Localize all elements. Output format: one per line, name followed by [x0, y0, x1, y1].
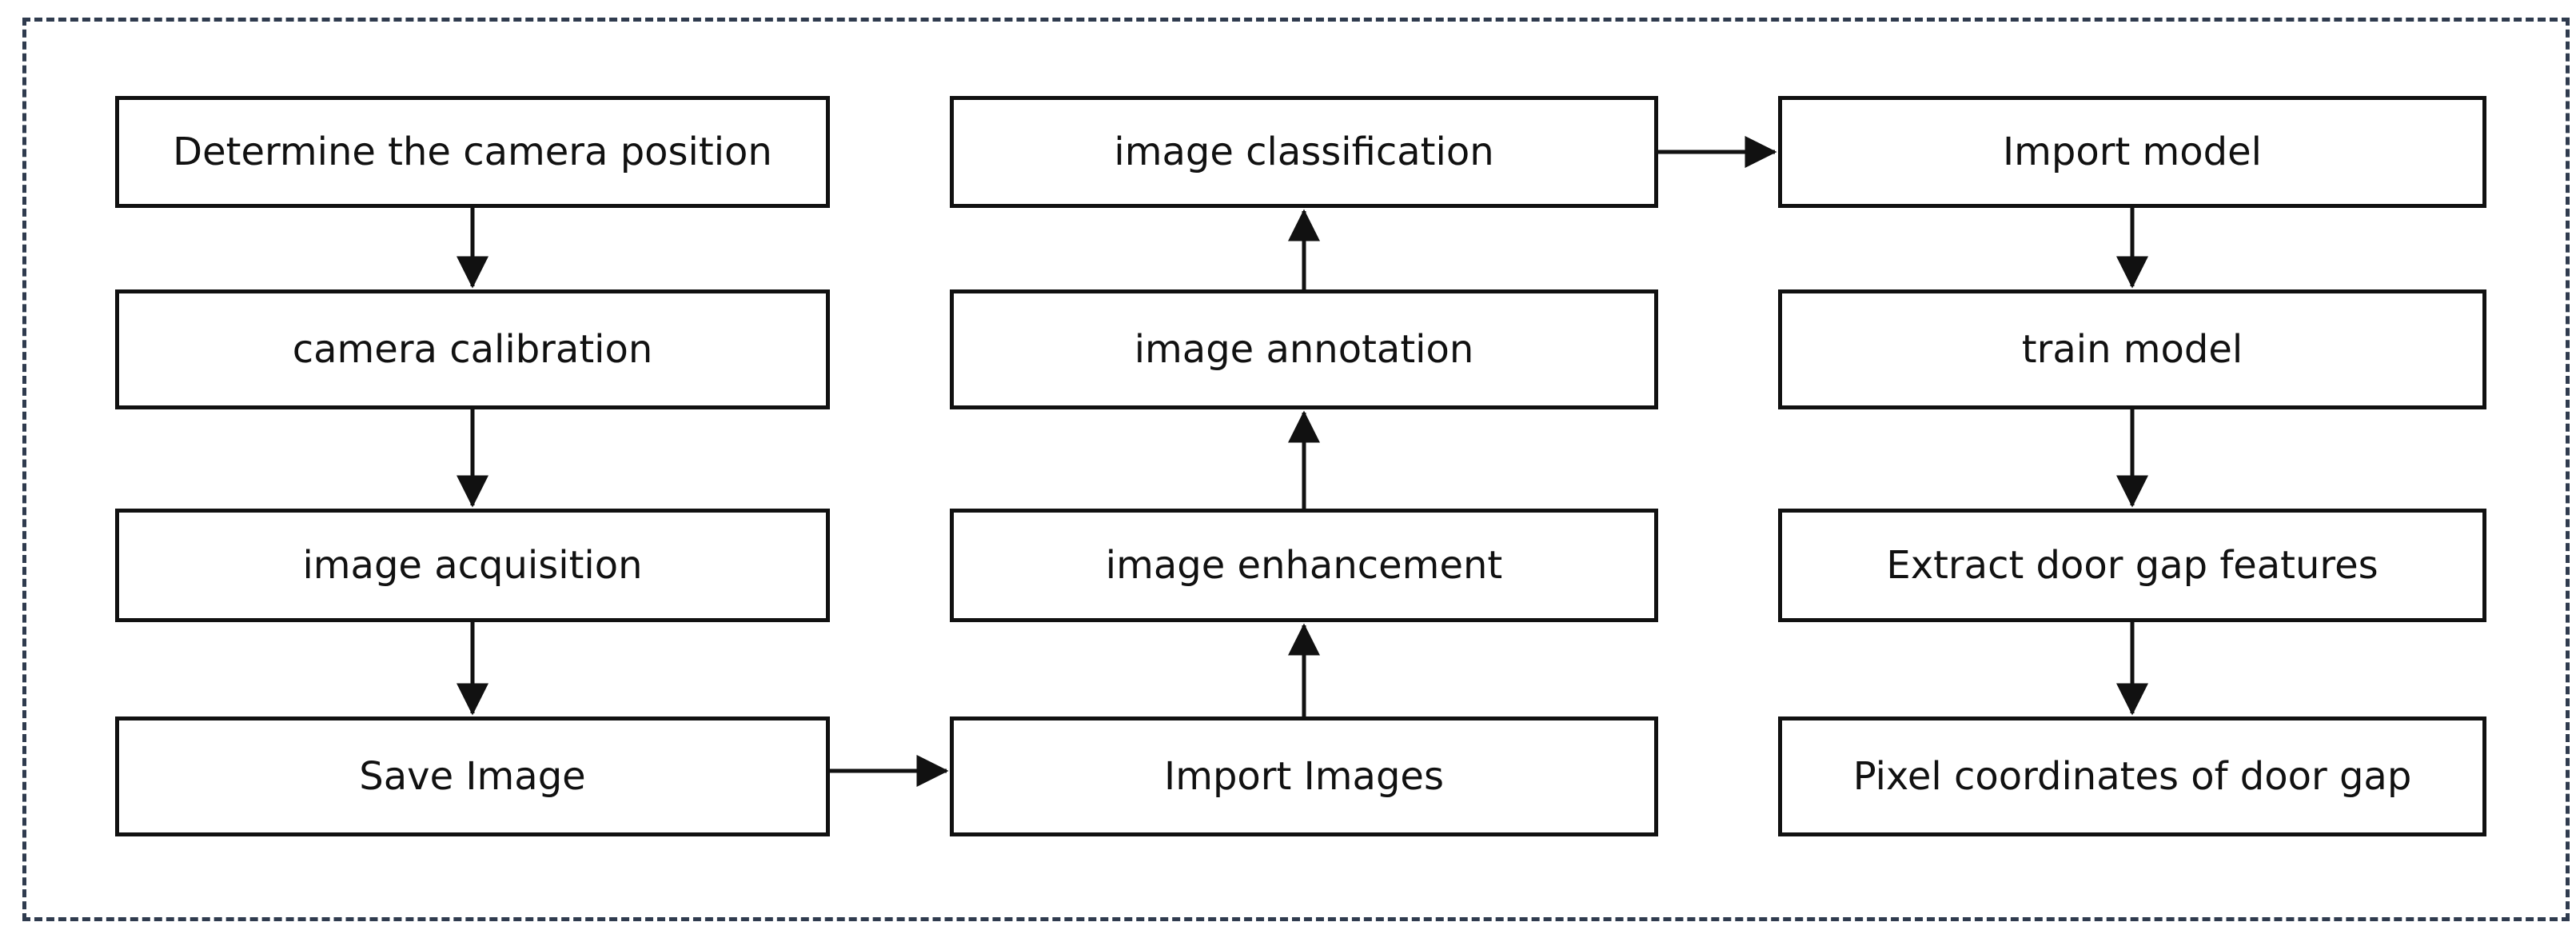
step-save-image: Save Image — [115, 716, 830, 836]
step-label: image enhancement — [1105, 543, 1503, 588]
step-image-annotation: image annotation — [950, 289, 1658, 409]
step-label: Determine the camera position — [173, 130, 772, 174]
step-label: image acquisition — [302, 543, 643, 588]
dashed-frame — [22, 18, 2570, 921]
step-image-acquisition: image acquisition — [115, 509, 830, 622]
step-import-images: Import Images — [950, 716, 1658, 836]
step-label: image classification — [1114, 130, 1494, 174]
step-label: Import Images — [1164, 754, 1444, 799]
step-camera-calibration: camera calibration — [115, 289, 830, 409]
step-determine-camera-position: Determine the camera position — [115, 96, 830, 208]
step-image-enhancement: image enhancement — [950, 509, 1658, 622]
step-image-classification: image classification — [950, 96, 1658, 208]
step-label: train model — [2021, 327, 2243, 372]
step-label: image annotation — [1134, 327, 1474, 372]
step-train-model: train model — [1778, 289, 2486, 409]
step-extract-door-gap-features: Extract door gap features — [1778, 509, 2486, 622]
step-label: Save Image — [359, 754, 586, 799]
step-label: Import model — [2002, 130, 2263, 174]
step-label: Extract door gap features — [1886, 543, 2379, 588]
step-import-model: Import model — [1778, 96, 2486, 208]
step-label: camera calibration — [292, 327, 653, 372]
step-pixel-coordinates-door-gap: Pixel coordinates of door gap — [1778, 716, 2486, 836]
step-label: Pixel coordinates of door gap — [1852, 754, 2412, 799]
